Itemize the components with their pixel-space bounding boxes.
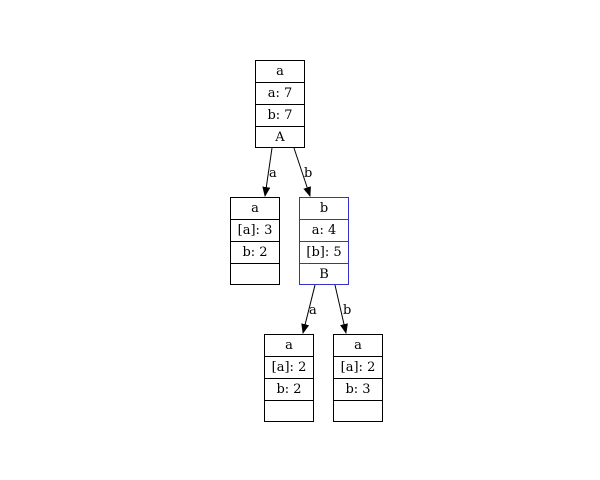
node-row: A <box>275 130 285 145</box>
node-row: a <box>231 198 279 220</box>
node-row <box>231 264 279 286</box>
node-row: [a]: 2 <box>265 357 313 379</box>
node-row: b: 3 <box>334 379 382 401</box>
node-row: a <box>265 335 313 357</box>
edge-root-to-left <box>262 147 273 197</box>
node-row: b: 7 <box>256 105 304 127</box>
node-row: [a]: 3 <box>231 220 279 242</box>
node-row <box>334 401 382 423</box>
node-row: [a]: 2 <box>334 357 382 379</box>
node-row: b: 2 <box>265 379 313 401</box>
node-row: a: 4 <box>300 220 348 242</box>
edge-label-root-to-right: b <box>304 166 313 181</box>
node-row <box>265 401 313 423</box>
node-row: B <box>319 267 329 282</box>
edge-right-to-right-left <box>301 284 316 334</box>
node-row: a <box>256 61 304 83</box>
node-row: [b]: 5 <box>300 242 348 264</box>
node-row: a: 7 <box>256 83 304 105</box>
edge-label-right-to-right-left: a <box>309 303 317 318</box>
edge-root-to-right <box>293 147 311 197</box>
edge-right-to-right-right <box>334 284 348 334</box>
node-row: a <box>334 335 382 357</box>
node-row: b <box>300 198 348 220</box>
edge-label-root-to-left: a <box>269 166 277 181</box>
node-row: b: 2 <box>231 242 279 264</box>
edge-label-right-to-right-right: b <box>343 303 352 318</box>
